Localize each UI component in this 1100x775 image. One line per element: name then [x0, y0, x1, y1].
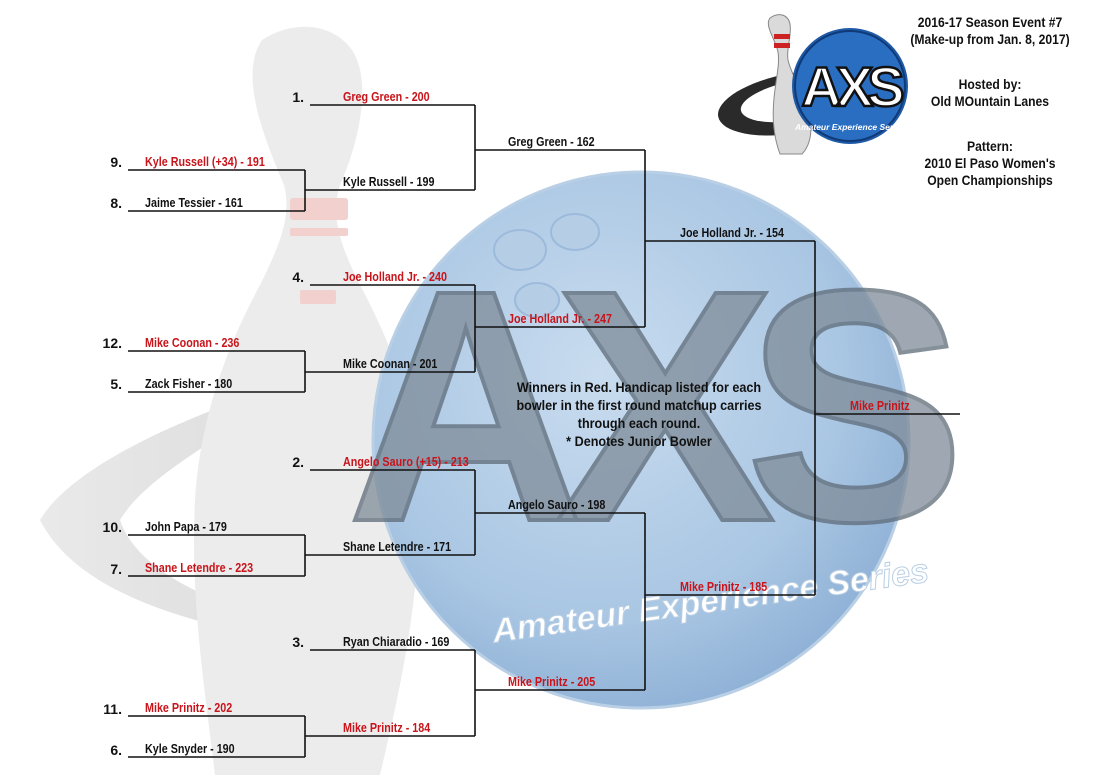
host-name: Old MOuntain Lanes	[930, 94, 1050, 109]
bowling-pin-icon	[767, 14, 812, 155]
svg-text:AXS: AXS	[801, 55, 903, 118]
bracket-entry: Mike Prinitz - 185	[680, 580, 768, 594]
bracket-entry: Ryan Chiaradio - 169	[343, 635, 450, 649]
bracket-entry: Joe Holland Jr. - 240	[343, 270, 447, 284]
watermark-swoosh	[40, 380, 400, 650]
bracket-notes: Winners in Red. Handicap listed for each…	[516, 379, 762, 449]
bracket-entry: Joe Holland Jr. - 154	[680, 226, 784, 240]
bracket-entry: Kyle Snyder - 190	[145, 742, 235, 756]
bracket-entry: Kyle Russell - 199	[343, 175, 435, 189]
seed-2: 2.	[292, 454, 304, 470]
seed-11: 11.	[103, 701, 122, 717]
event-info-host: Hosted by: Old MOuntain Lanes	[891, 76, 1089, 110]
axs-logo: AXS Amateur Experience Series	[718, 14, 910, 155]
event-info-title: 2016-17 Season Event #7 (Make-up from Ja…	[891, 14, 1089, 48]
bracket-entry: Angelo Sauro (+15) - 213	[343, 455, 469, 469]
bracket-entry: Mike Coonan - 201	[343, 357, 438, 371]
seed-8: 8.	[110, 195, 122, 211]
bracket-entry: Joe Holland Jr. - 247	[508, 312, 612, 326]
bracket-entry: John Papa - 179	[145, 520, 227, 534]
watermark-ball	[373, 172, 909, 708]
watermark-pin-icon	[194, 26, 420, 775]
bracket-entry: Angelo Sauro - 198	[508, 498, 606, 512]
bracket-entry: Mike Prinitz - 184	[343, 721, 431, 735]
champion-entry: Mike Prinitz	[850, 399, 910, 413]
seed-4: 4.	[292, 269, 304, 285]
seed-7: 7.	[110, 561, 122, 577]
seed-3: 3.	[292, 634, 304, 650]
svg-text:Amateur Experience Series: Amateur Experience Series	[794, 122, 905, 132]
bracket-entry: Mike Prinitz - 202	[145, 701, 233, 715]
bracket-entry: Zack Fisher - 180	[145, 377, 233, 391]
pattern-line-1: 2010 El Paso Women's	[924, 156, 1056, 171]
pattern-label: Pattern:	[967, 139, 1013, 154]
seed-12: 12.	[102, 335, 122, 351]
bracket-entry: Mike Coonan - 236	[145, 336, 240, 350]
seed-9: 9.	[110, 154, 122, 170]
bracket-entry: Greg Green - 200	[343, 90, 430, 104]
seed-1: 1.	[292, 89, 304, 105]
watermark-letters: AXS	[347, 221, 957, 590]
event-subtitle: (Make-up from Jan. 8, 2017)	[910, 32, 1070, 47]
bracket-entry: Kyle Russell (+34) - 191	[145, 155, 265, 169]
seed-6: 6.	[110, 742, 122, 758]
bracket-entry: Greg Green - 162	[508, 135, 595, 149]
bracket-entry: Jaime Tessier - 161	[145, 196, 243, 210]
event-info-pattern: Pattern: 2010 El Paso Women's Open Champ…	[891, 138, 1089, 189]
bracket-entry: Shane Letendre - 171	[343, 540, 452, 554]
bracket-entry: Shane Letendre - 223	[145, 561, 254, 575]
seed-5: 5.	[110, 376, 122, 392]
bracket-entry: Mike Prinitz - 205	[508, 675, 596, 689]
event-title: 2016-17 Season Event #7	[917, 15, 1063, 30]
seed-10: 10.	[102, 519, 122, 535]
hosted-label: Hosted by:	[958, 77, 1022, 92]
pattern-line-2: Open Championships	[927, 173, 1053, 188]
